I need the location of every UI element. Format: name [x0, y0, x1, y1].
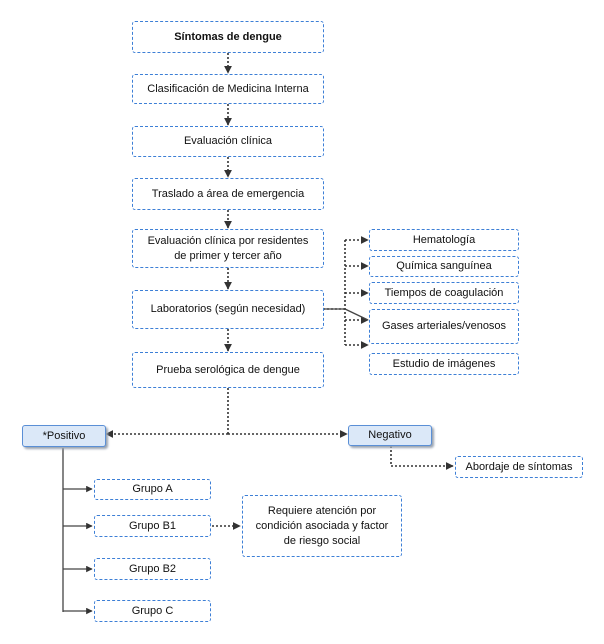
node-abordaje-label: Abordaje de síntomas	[465, 460, 573, 473]
node-residentes-line2: de primer y tercer año	[174, 249, 282, 262]
node-requiere-line2: condición asociada y factor	[255, 519, 389, 532]
node-clasificacion-label: Clasificación de Medicina Interna	[147, 82, 309, 95]
node-grupo-b1-label: Grupo B1	[128, 519, 177, 532]
node-imagenes-label: Estudio de imágenes	[392, 357, 496, 370]
node-grupo-a-label: Grupo A	[132, 483, 173, 495]
node-gases: Gases arteriales/venosos	[369, 309, 519, 344]
node-requiere-line1: Requiere atención por	[267, 504, 377, 517]
node-positivo-label: *Positivo	[42, 429, 86, 442]
node-laboratorios-label: Laboratorios (según necesidad)	[150, 303, 306, 315]
node-tiempos: Tiempos de coagulación	[369, 282, 519, 304]
node-grupo-c: Grupo C	[94, 600, 211, 622]
node-requiere: Requiere atención por condición asociada…	[242, 495, 402, 557]
edge-negativo-abordaje	[390, 446, 454, 470]
node-tiempos-label: Tiempos de coagulación	[384, 286, 504, 299]
node-gases-label: Gases arteriales/venosos	[381, 320, 507, 332]
node-grupo-c-label: Grupo C	[131, 604, 174, 617]
node-grupo-b2-label: Grupo B2	[128, 562, 177, 575]
node-serologica-label: Prueba serológica de dengue	[156, 363, 300, 376]
node-residentes-line1: Evaluación clínica por residentes	[147, 234, 309, 247]
edge-lab-solid-to-gases	[344, 308, 369, 321]
node-negativo-label: Negativo	[368, 429, 412, 441]
node-serologica: Prueba serológica de dengue	[132, 352, 324, 388]
node-negativo: Negativo	[348, 425, 432, 446]
node-requiere-line3: de riesgo social	[283, 534, 361, 547]
node-abordaje: Abordaje de síntomas	[455, 456, 583, 478]
node-residentes: Evaluación clínica por residentes de pri…	[132, 229, 324, 268]
node-sintomas: Síntomas de dengue	[132, 21, 324, 53]
node-evaluacion: Evaluación clínica	[132, 126, 324, 157]
node-imagenes: Estudio de imágenes	[369, 353, 519, 375]
node-sintomas-label: Síntomas de dengue	[174, 30, 282, 43]
node-traslado: Traslado a área de emergencia	[132, 178, 324, 210]
node-laboratorios: Laboratorios (según necesidad)	[132, 290, 324, 329]
node-clasificacion: Clasificación de Medicina Interna	[132, 74, 324, 104]
node-evaluacion-label: Evaluación clínica	[183, 135, 273, 147]
node-traslado-label: Traslado a área de emergencia	[151, 187, 305, 200]
node-hematologia: Hematología	[369, 229, 519, 251]
node-grupo-b1: Grupo B1	[94, 515, 211, 537]
node-grupo-a: Grupo A	[94, 479, 211, 500]
node-quimica: Química sanguínea	[369, 256, 519, 277]
node-quimica-label: Química sanguínea	[396, 260, 492, 272]
node-hematologia-label: Hematología	[412, 233, 476, 246]
node-grupo-b2: Grupo B2	[94, 558, 211, 580]
node-positivo: *Positivo	[22, 425, 106, 447]
